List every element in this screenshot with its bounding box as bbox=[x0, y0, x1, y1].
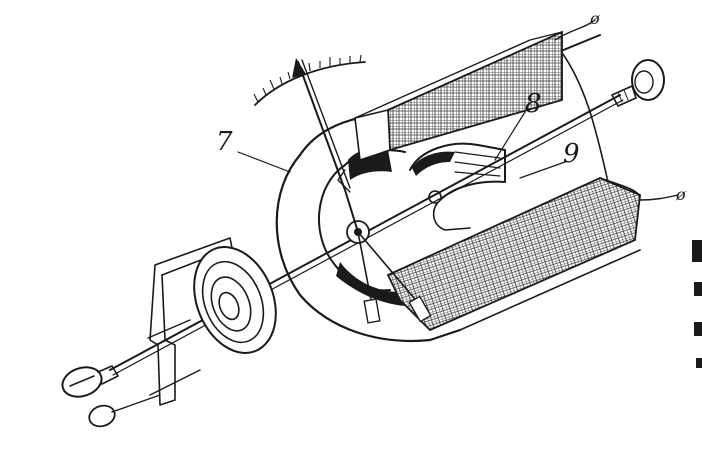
hairspring-assembly bbox=[147, 237, 277, 406]
terminal-top: ø bbox=[589, 9, 600, 28]
moving-coil bbox=[409, 142, 506, 231]
upper-pole-block bbox=[354, 30, 563, 162]
pointer-and-scale bbox=[253, 54, 432, 324]
cropped-text-fragments bbox=[692, 240, 702, 368]
lead-wires bbox=[554, 19, 679, 201]
lower-pole-block bbox=[386, 177, 641, 332]
label-8: 8 bbox=[525, 89, 542, 119]
terminal-right: ø bbox=[675, 185, 686, 204]
callout-leaders bbox=[237, 111, 566, 179]
label-7: 7 bbox=[216, 127, 233, 157]
rear-screw bbox=[611, 59, 665, 107]
shaft bbox=[109, 94, 624, 376]
front-screws bbox=[61, 365, 161, 428]
label-9: 9 bbox=[563, 139, 580, 169]
